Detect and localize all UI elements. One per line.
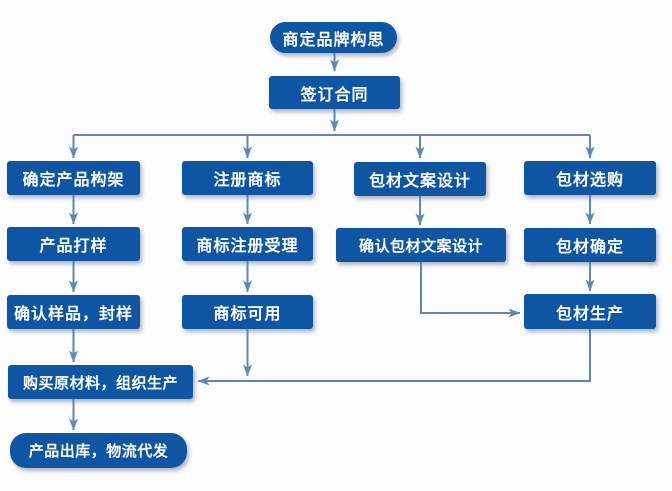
node-product-outbound-logistics: 产品出库，物流代发 (10, 433, 187, 468)
node-define-product-structure: 确定产品构架 (7, 161, 140, 195)
node-packaging-sourcing: 包材选购 (524, 161, 656, 195)
node-buy-materials-organize-production: 购买原材料，组织生产 (8, 365, 193, 399)
node-packaging-copy-design: 包材文案设计 (354, 162, 486, 196)
node-register-trademark: 注册商标 (182, 161, 313, 195)
node-packaging-confirmed: 包材确定 (524, 228, 656, 262)
node-product-sampling: 产品打样 (7, 227, 140, 261)
node-trademark-usable: 商标可用 (182, 295, 313, 329)
node-confirm-packaging-copy-design: 确认包材文案设计 (336, 228, 506, 262)
node-brand-concept: 商定品牌构思 (270, 22, 397, 53)
node-trademark-application-accepted: 商标注册受理 (182, 227, 313, 261)
node-confirm-sample-sealed: 确认样品，封样 (7, 295, 140, 329)
node-packaging-production: 包材生产 (524, 294, 656, 329)
node-sign-contract: 签订合同 (269, 76, 400, 109)
